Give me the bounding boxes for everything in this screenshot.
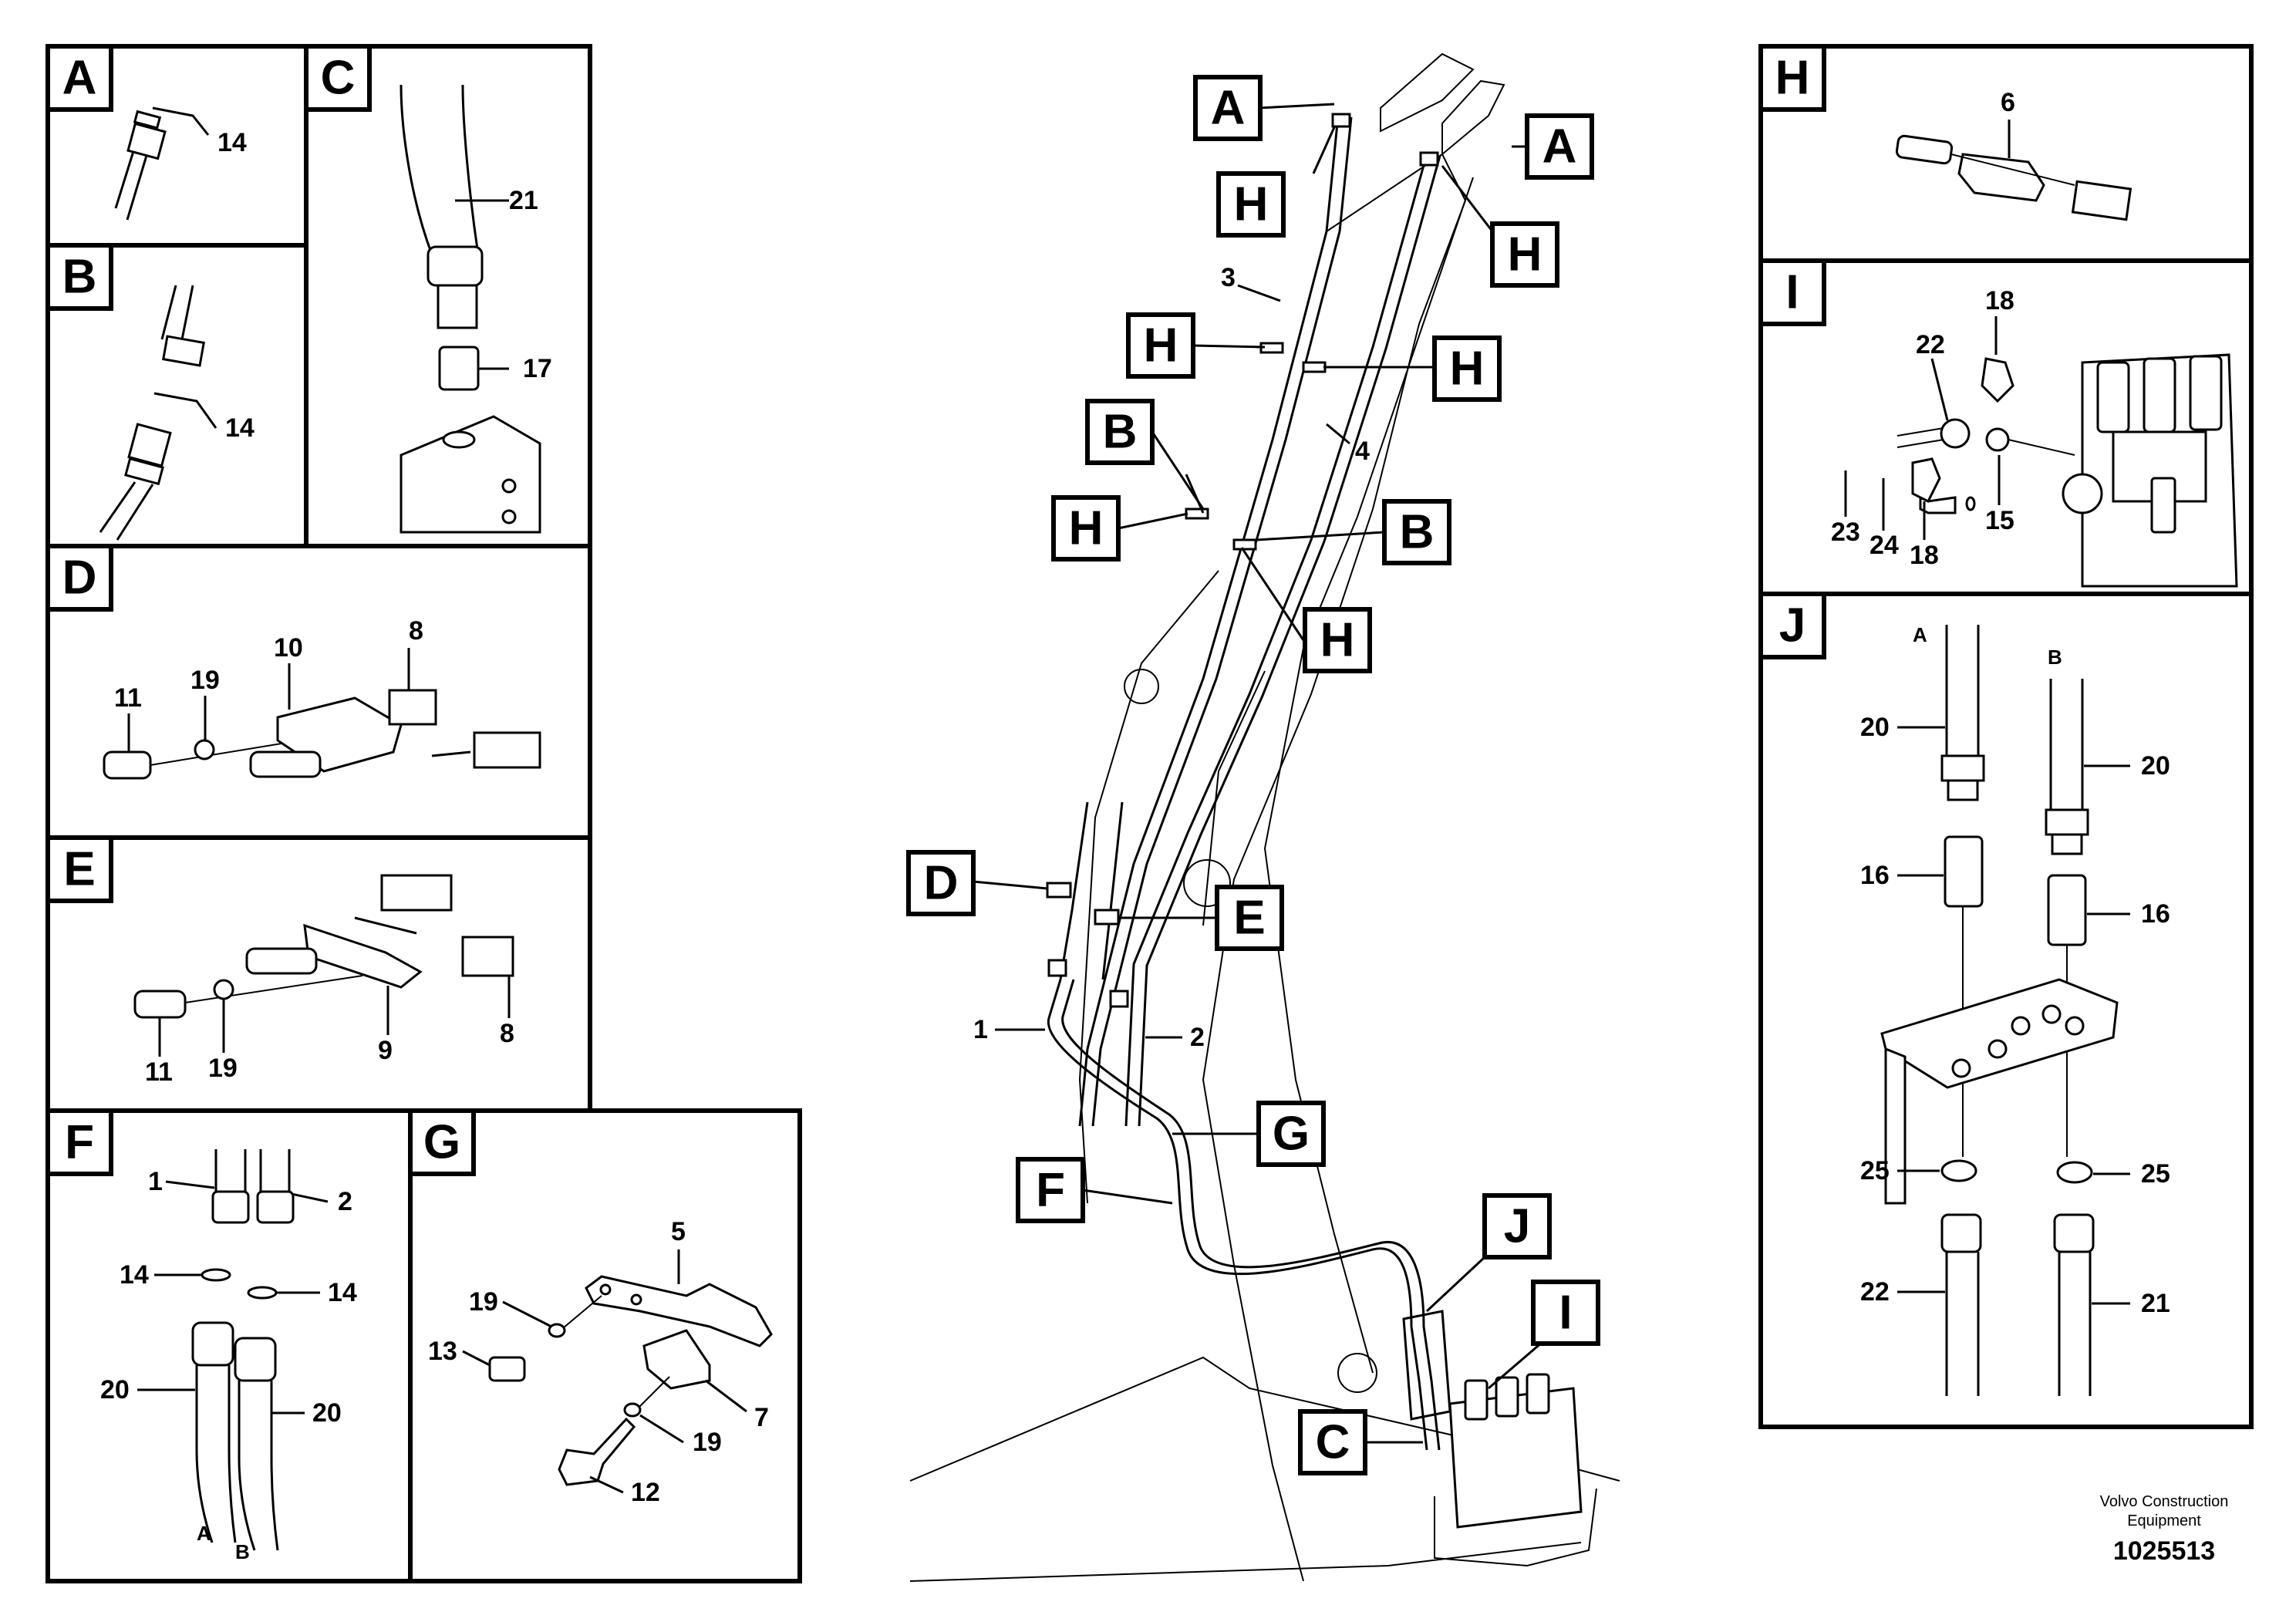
main-callouts: A A H H H H B B H H: [906, 75, 1600, 1475]
panel-f-tag: F: [65, 1116, 94, 1169]
panel-i-label-18b: 18: [1910, 541, 1939, 570]
panel-a: A 14: [46, 44, 308, 248]
panel-j: J A B 20 20 16 16 25 25: [1758, 592, 2254, 1429]
panel-a-label-14: 14: [217, 128, 247, 157]
callout-c: C: [1316, 1416, 1350, 1469]
panel-i-label-22: 22: [1916, 330, 1945, 359]
callout-d: D: [924, 857, 959, 910]
panel-j-label-20b: 20: [2141, 751, 2170, 781]
panel-h-tag: H: [1775, 52, 1810, 105]
panel-b: B 14: [46, 243, 308, 548]
main-label-4: 4: [1355, 437, 1370, 466]
panel-j-label-20: 20: [1860, 713, 1890, 742]
panel-i-label-24: 24: [1870, 531, 1899, 560]
panel-g-label-7: 7: [754, 1403, 769, 1432]
panel-e-label-11: 11: [145, 1057, 173, 1087]
panel-f-label-1: 1: [148, 1167, 163, 1196]
panel-j-label-16: 16: [1860, 861, 1890, 890]
footer: Volvo Construction Equipment 1025513: [2100, 1493, 2229, 1566]
panel-b-label-14: 14: [225, 413, 255, 443]
panel-i: I 18 22 15 23 24 18: [1758, 258, 2254, 596]
footer-brand-line1: Volvo Construction: [2100, 1493, 2229, 1510]
main-label-1: 1: [973, 1015, 988, 1044]
panel-d-label-19: 19: [190, 666, 220, 695]
panel-j-label-25: 25: [1860, 1156, 1890, 1185]
callout-h-4: H: [1450, 342, 1485, 396]
panel-e-label-8: 8: [500, 1019, 514, 1048]
panel-i-label-18: 18: [1985, 286, 2014, 315]
panel-d-tag: D: [62, 551, 97, 605]
panel-i-label-23: 23: [1831, 518, 1860, 547]
panel-j-port-a: A: [1913, 623, 1927, 646]
panel-c-tag: C: [321, 52, 356, 105]
main-boom-assembly: [909, 52, 1620, 1582]
panel-d-label-8: 8: [409, 616, 423, 646]
callout-i: I: [1559, 1286, 1572, 1340]
panel-g-label-5: 5: [671, 1217, 686, 1246]
panel-h: H 6: [1758, 44, 2254, 263]
panel-b-tag: B: [62, 251, 97, 304]
panel-g-label-12: 12: [631, 1478, 660, 1507]
panel-f-label-2: 2: [338, 1187, 352, 1216]
callout-a-right: A: [1542, 120, 1577, 174]
panel-j-label-22: 22: [1860, 1277, 1890, 1307]
panel-e: E 11 19 9 8: [46, 835, 592, 1113]
main-label-3: 3: [1221, 263, 1236, 292]
panel-e-label-19: 19: [208, 1054, 238, 1083]
panel-j-label-16b: 16: [2141, 899, 2170, 929]
panel-i-tag: I: [1785, 266, 1799, 319]
main-label-2: 2: [1190, 1023, 1205, 1052]
panel-h-label-6: 6: [2001, 88, 2015, 117]
panel-g-tag: G: [423, 1116, 460, 1169]
panel-f-port-b: B: [235, 1540, 250, 1563]
callout-f: F: [1036, 1164, 1065, 1217]
callout-h-1: H: [1234, 178, 1269, 231]
panel-g-label-13: 13: [428, 1337, 457, 1366]
panel-e-label-9: 9: [378, 1036, 393, 1065]
panel-f-label-20b: 20: [312, 1398, 342, 1428]
callout-a-left: A: [1211, 82, 1246, 135]
callout-j: J: [1504, 1200, 1530, 1253]
panel-f-label-14: 14: [120, 1260, 149, 1290]
panel-c-label-21: 21: [509, 186, 538, 215]
drawing-number: 1025513: [2113, 1536, 2215, 1566]
panel-g-label-19: 19: [469, 1287, 498, 1317]
panel-g: G 5 19 13 7 19 12: [408, 1108, 802, 1583]
panel-j-port-b: B: [2048, 646, 2062, 669]
callout-g: G: [1273, 1108, 1310, 1161]
panel-f: F 1 2 14 14 20 20 A B: [46, 1108, 413, 1583]
panel-a-tag: A: [62, 52, 97, 105]
panel-g-label-19b: 19: [693, 1428, 722, 1457]
callout-h-6: H: [1320, 614, 1355, 667]
panel-f-label-14b: 14: [328, 1278, 357, 1307]
callout-h-2: H: [1508, 228, 1542, 282]
callout-h-5: H: [1069, 502, 1104, 555]
panel-i-label-15: 15: [1985, 506, 2014, 535]
panel-c: C 21 17: [304, 44, 592, 548]
panel-j-tag: J: [1779, 599, 1805, 653]
panel-f-port-a: A: [197, 1522, 211, 1545]
panel-d: D 8 10 11 19: [46, 544, 592, 840]
panel-c-label-17: 17: [523, 354, 552, 383]
callout-b-right: B: [1400, 506, 1435, 559]
footer-brand-line2: Equipment: [2127, 1512, 2201, 1529]
panel-j-label-21: 21: [2141, 1289, 2170, 1318]
panel-e-tag: E: [63, 843, 95, 896]
panel-j-label-25b: 25: [2141, 1159, 2170, 1189]
panel-f-label-20: 20: [100, 1375, 130, 1404]
panel-d-label-10: 10: [274, 633, 303, 663]
callout-h-3: H: [1144, 319, 1178, 373]
callout-b-left: B: [1103, 406, 1138, 459]
panel-d-label-11: 11: [114, 683, 142, 713]
callout-e: E: [1233, 892, 1265, 945]
